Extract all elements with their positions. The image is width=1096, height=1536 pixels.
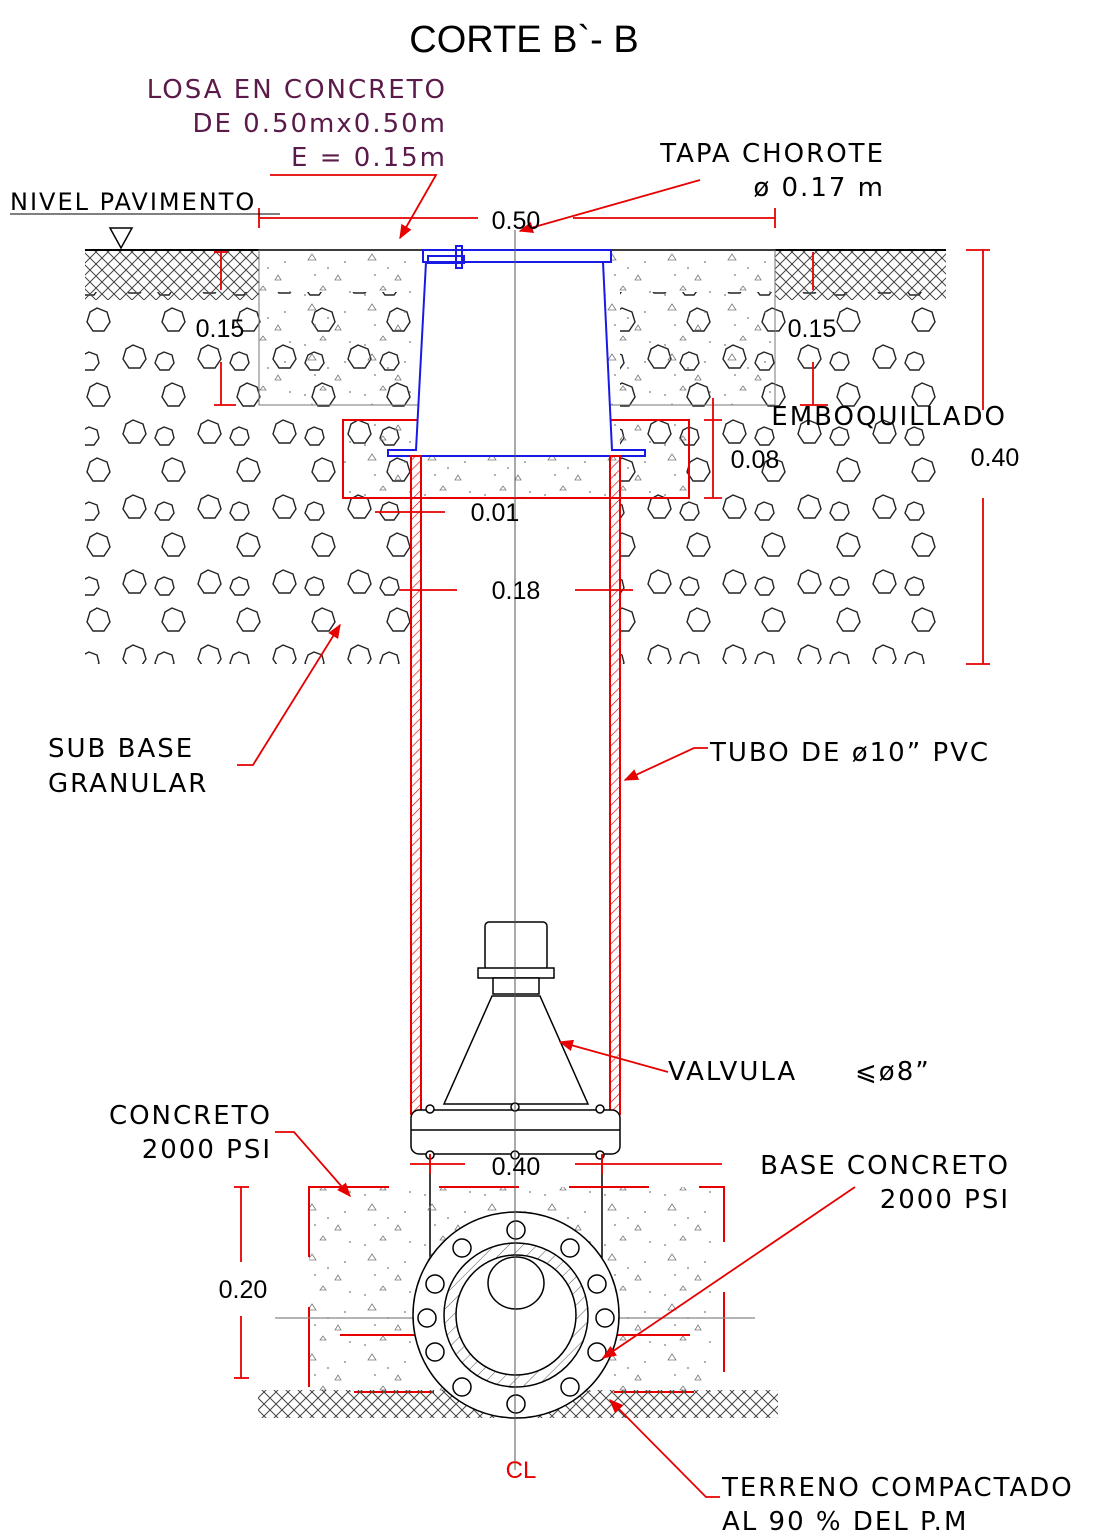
dim-embo-height: 0.08 xyxy=(731,446,780,474)
drawing-title: CORTE B`- B xyxy=(409,19,638,61)
centerline-label: CL xyxy=(506,1457,537,1484)
losa-label-3: E = 0.15m xyxy=(291,143,447,173)
dim-base-width: 0.40 xyxy=(492,1153,541,1181)
dim-slab-right: 0.15 xyxy=(788,315,837,343)
nivel-label: NIVEL PAVIMENTO xyxy=(10,188,256,216)
concreto-label-2: 2000 PSI xyxy=(142,1135,272,1165)
losa-label-2: DE 0.50mx0.50m xyxy=(192,109,447,139)
dim-total-height: 0.40 xyxy=(971,444,1020,472)
subbase-label-2: GRANULAR xyxy=(48,769,208,799)
level-marker-icon xyxy=(108,227,134,250)
dim-slab-left: 0.15 xyxy=(196,315,245,343)
tubo-label: TUBO DE ø10” PVC xyxy=(709,738,990,768)
tapa-label-2: ø 0.17 m xyxy=(753,173,885,203)
losa-label-1: LOSA EN CONCRETO xyxy=(147,75,447,105)
pipe-flange xyxy=(412,1211,620,1419)
concreto-label-1: CONCRETO xyxy=(109,1101,272,1131)
base-label-1: BASE CONCRETO xyxy=(760,1151,1010,1181)
emboquillado-label: EMBOQUILLADO xyxy=(771,402,1007,432)
dim-base-height: 0.20 xyxy=(219,1276,268,1304)
valvula-size-label: ⩽ø8” xyxy=(855,1057,931,1087)
terreno-label-2: AL 90 % DEL P.M xyxy=(722,1507,968,1536)
dimension-lines xyxy=(214,208,990,1379)
dim-wall: 0.01 xyxy=(471,499,520,527)
terreno-label-1: TERRENO COMPACTADO xyxy=(721,1473,1074,1503)
leader-lines xyxy=(237,174,856,1498)
dim-top-width: 0.50 xyxy=(492,207,541,235)
dim-pipe-width: 0.18 xyxy=(492,577,541,605)
tapa-label-1: TAPA CHOROTE xyxy=(659,139,885,169)
subbase-label-1: SUB BASE xyxy=(48,734,194,764)
valvula-label: VALVULA xyxy=(668,1057,797,1087)
valve xyxy=(410,921,621,1300)
emboquillado-block xyxy=(342,419,690,499)
base-label-2: 2000 PSI xyxy=(880,1185,1010,1215)
